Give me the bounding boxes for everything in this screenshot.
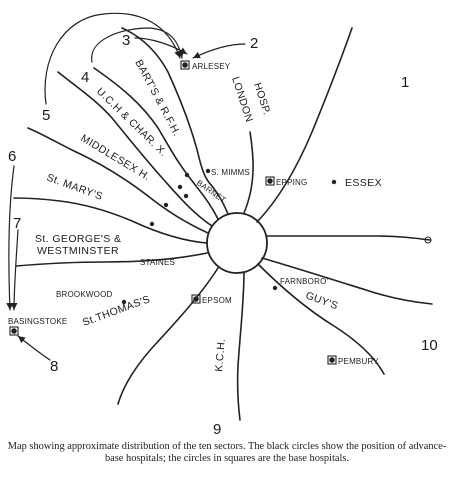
arrow-sector-8 [17,335,51,361]
advance-hospital-middlesex-1 [183,193,189,199]
sector-label-london-line2: HOSP. [251,81,273,116]
boundary-guys-south-east [257,263,385,375]
sector-label-st-georges-line1: St. GEORGE'S & [35,233,121,245]
boundary-guys-east [261,257,433,305]
base-hospital-arlesey [180,60,190,70]
boundary-east [265,235,431,241]
base-hospital-epsom [191,294,201,304]
advance-hospital-brookwood [121,299,127,305]
sector-label-essex: ESSEX [345,177,382,189]
advance-hospital-uch-2 [177,184,183,190]
place-epsom: EPSOM [202,296,232,305]
sector-number-6: 6 [8,148,16,165]
sector-number-4: 4 [81,69,89,86]
sector-label-kch: K.C.H. [213,338,228,372]
boundary-north-east [256,27,353,223]
sector-label-st-georges-line2: WESTMINSTER [37,245,119,257]
boundary-kch-guys [236,271,245,421]
boundary-thomas-kch [117,267,219,405]
sector-number-8: 8 [50,358,58,375]
base-hospital-pembury [327,355,337,365]
map-caption: Map showing approximate distribution of … [7,441,447,464]
sector-number-2: 2 [250,35,258,52]
sector-number-3: 3 [122,32,130,49]
base-hospital-epping [265,176,275,186]
advance-hospital-middlesex-2 [163,202,169,208]
arrow-sector-7 [10,229,19,311]
boundary-barts-north [121,27,229,215]
sector-number-10: 10 [421,337,438,354]
place-farnboro: FARNBORO' [280,277,328,286]
boundary-marys-georges [13,197,208,244]
base-hospitals [9,60,337,365]
boundary-uch-middlesex [57,71,213,227]
boundary-georges-thomas [15,252,208,267]
sector-map: 3 2 1 4 5 6 7 8 9 10 BART'S & R.F.H. U.C… [6,12,438,438]
advance-base-hospitals [121,168,337,305]
arrow-sector-2 [192,43,246,59]
east-edge-marker [424,236,432,244]
sector-label-london-line1: LONDON [229,75,255,124]
base-hospital-basingstoke [9,326,19,336]
sector-number-1: 1 [401,74,409,91]
place-arlesey: ARLESEY [192,62,231,71]
place-s-mimms: S. MIMMS [211,168,250,177]
place-basingstoke: BASINGSTOKE [8,317,67,326]
arrow-sector-5 [44,12,181,105]
place-pembury: PEMBURY [338,357,379,366]
advance-hospital-marys [149,221,155,227]
advance-hospital-farnboro [272,285,278,291]
sector-number-5: 5 [42,107,50,124]
boundary-barts-uch [93,67,219,220]
arrow-sector-4 [91,27,184,63]
place-staines: STAINES [140,258,175,267]
boundary-north [243,131,254,214]
advance-hospital-essex [331,179,337,185]
place-epping: EPPING [276,178,307,187]
advance-hospital-uch-1 [184,172,190,178]
place-brookwood: BROOKWOOD [56,290,112,299]
advance-hospital-s-mimms [205,168,211,174]
boundary-middlesex-marys [27,127,209,234]
sector-number-7: 7 [13,215,21,232]
sector-number-9: 9 [213,421,221,438]
sector-label-st-marys: St. MARY'S [45,172,104,203]
arrow-sector-6 [6,165,15,311]
